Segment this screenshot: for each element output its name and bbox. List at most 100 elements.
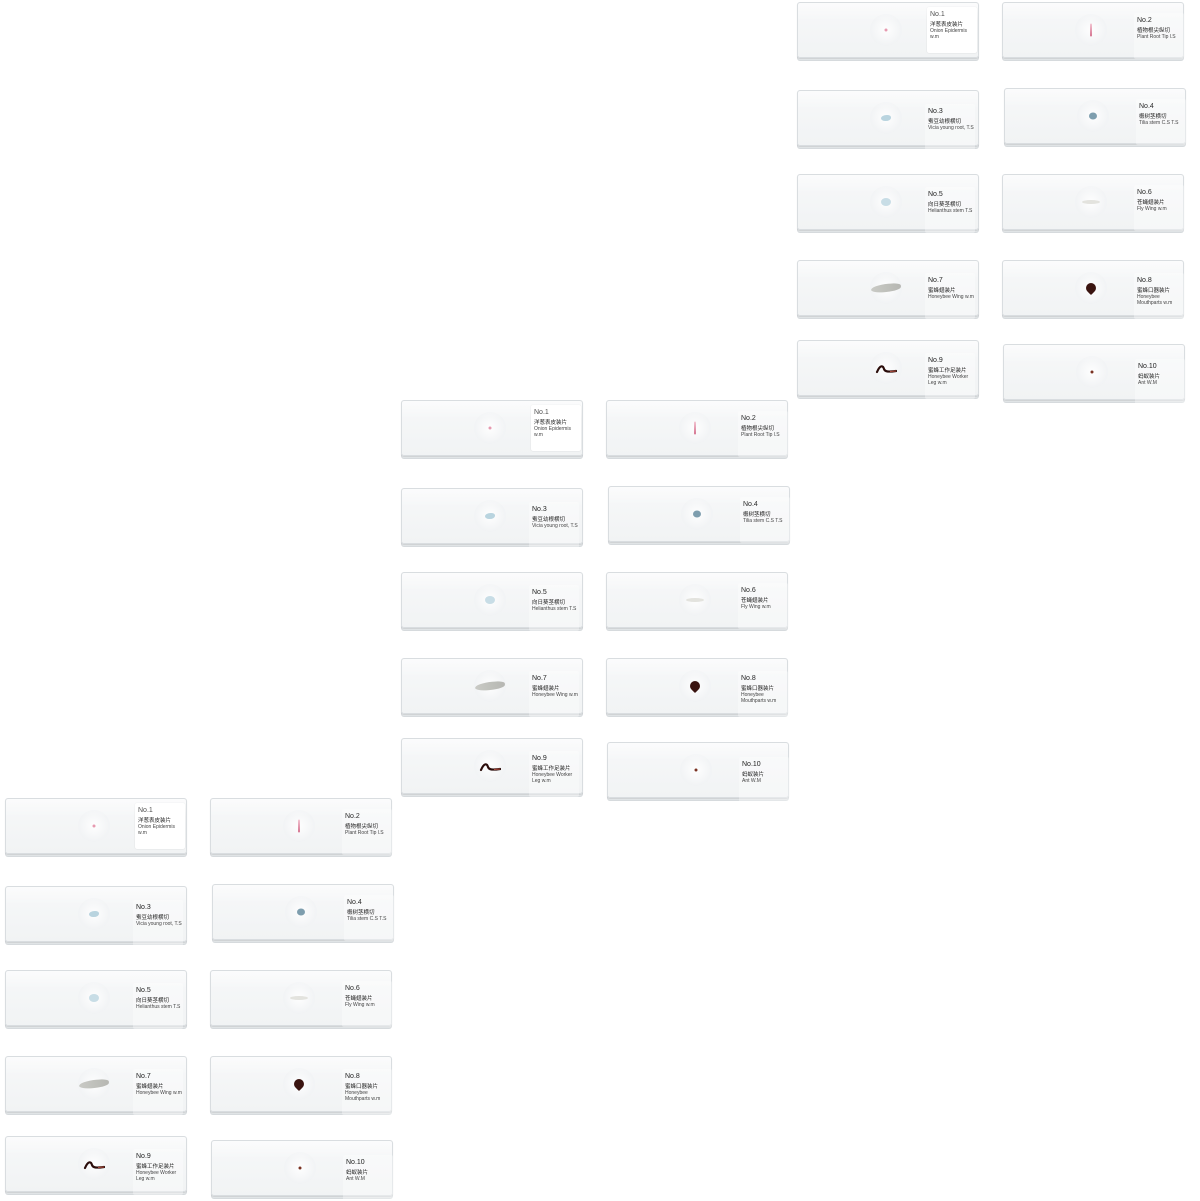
slide-english-name: Ant W.M [742, 778, 761, 784]
cover-slip [284, 1152, 316, 1184]
cover-slip [78, 1068, 110, 1100]
cover-slip [1075, 14, 1107, 46]
slide-chinese-name: 植物根尖纵切 [741, 426, 775, 432]
slide-number: No.3 [532, 506, 547, 513]
ant-specimen [298, 1166, 302, 1170]
vicia-root-specimen [89, 911, 99, 917]
slide-english-name: Onion Epidermis w.m [534, 426, 571, 438]
slide-english-name: Honeybee Mouthparts w.m [741, 692, 777, 704]
slide-chinese-name: 椴树茎横切 [743, 512, 771, 518]
cover-slip [474, 584, 506, 616]
slide-chinese-name: 蚂蚁装片 [742, 772, 765, 778]
cover-slip [283, 1068, 315, 1100]
slide-english-name: Tilia stem C.S T.S [743, 518, 783, 524]
slide-number: No.2 [345, 813, 360, 820]
slide-chinese-name: 向日葵茎横切 [532, 600, 566, 606]
cover-slip [1075, 272, 1107, 304]
slide-number: No.1 [930, 11, 945, 18]
cover-slip [283, 982, 315, 1014]
slide-chinese-name: 向日葵茎横切 [136, 998, 170, 1004]
slide-english-name: Plant Root Tip l.S [345, 830, 384, 836]
cover-slip [1075, 186, 1107, 218]
cover-slip [78, 898, 110, 930]
cover-slip [474, 500, 506, 532]
slide-number: No.2 [1137, 17, 1152, 24]
cover-slip [78, 982, 110, 1014]
cover-slip [285, 896, 317, 928]
fly-wing-specimen [1082, 200, 1100, 204]
slide-english-name: Fly Wing w.m [741, 604, 771, 610]
slide-number: No.4 [347, 899, 362, 906]
slide-english-name: Honeybee Worker Leg w.m [532, 772, 573, 784]
slide-number: No.9 [532, 755, 547, 762]
slide-chinese-name: 蜜蜂工作足装片 [928, 368, 967, 374]
slide-number: No.1 [534, 409, 549, 416]
slide-number: No.2 [741, 415, 756, 422]
fly-wing-specimen [290, 996, 308, 1000]
slide-chinese-name: 向日葵茎横切 [928, 202, 962, 208]
tilia-stem-specimen [297, 908, 305, 916]
helianthus-stem-specimen [485, 596, 495, 604]
slide-chinese-name: 蚕豆幼根横切 [532, 517, 566, 523]
cover-slip [870, 352, 902, 384]
slide-number: No.3 [136, 904, 151, 911]
helianthus-stem-specimen [89, 994, 99, 1002]
cover-slip [679, 670, 711, 702]
slide-english-name: Fly Wing w.m [345, 1002, 375, 1008]
onion-epidermis-specimen [488, 426, 492, 430]
tilia-stem-specimen [693, 510, 701, 518]
ant-specimen [1090, 370, 1094, 374]
slide-chinese-name: 蚕豆幼根横切 [928, 119, 962, 125]
cover-slip [870, 14, 902, 46]
onion-epidermis-specimen [92, 824, 96, 828]
slide-english-name: Honeybee Mouthparts w.m [345, 1090, 381, 1102]
slide-chinese-name: 洋葱表皮装片 [138, 818, 172, 824]
slide-chinese-name: 蜜蜂工作足装片 [532, 766, 571, 772]
slide-number: No.1 [138, 807, 153, 814]
cover-slip [1077, 100, 1109, 132]
slide-number: No.4 [1139, 103, 1154, 110]
slide-english-name: Helianthus stem T.S [532, 606, 577, 612]
slide-number: No.10 [1138, 363, 1157, 370]
slide-english-name: Honeybee Mouthparts w.m [1137, 294, 1173, 306]
cover-slip [474, 750, 506, 782]
slide-english-name: Tilia stem C.S T.S [347, 916, 387, 922]
cover-slip [1076, 356, 1108, 388]
honeybee-leg-specimen [83, 1158, 106, 1170]
slide-english-name: Vicia young root, T.S [532, 523, 578, 529]
root-tip-specimen [694, 421, 696, 435]
helianthus-stem-specimen [881, 198, 891, 206]
slide-chinese-name: 蜜蜂口器装片 [1137, 288, 1171, 294]
tilia-stem-specimen [1089, 112, 1097, 120]
slide-chinese-name: 蚕豆幼根横切 [136, 915, 170, 921]
